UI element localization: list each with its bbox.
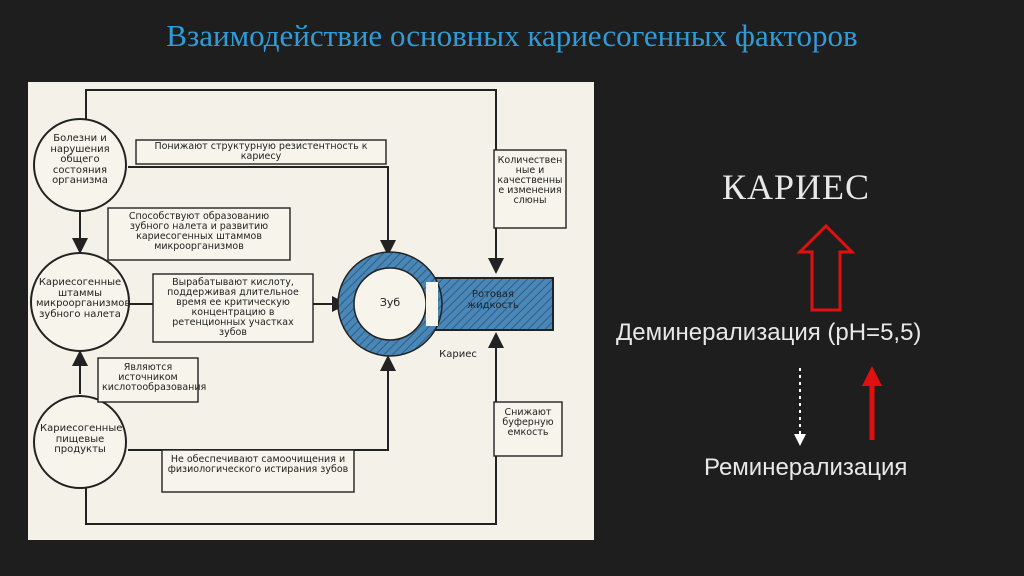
box-buffer-frame — [493, 401, 563, 457]
box-buffer: Снижают буферную емкость — [502, 407, 554, 438]
box-produce-acid: Вырабатывают кислоту, поддерживая длител… — [167, 277, 299, 338]
food-circle — [33, 395, 127, 489]
box-promote-plaque: Способствуют образованию зубного налета … — [128, 211, 270, 252]
box-no-cleaning: Не обеспечивают самоочищения и физиологи… — [167, 454, 349, 475]
scanned-diagram: Болезни и нарушения общего состояния орг… — [28, 82, 594, 540]
strains-circle — [30, 252, 130, 352]
demineralization-label: Деминерализация (pH=5,5) — [616, 319, 922, 346]
disease-circle — [33, 118, 127, 212]
tooth-label: Зуб — [379, 296, 401, 309]
box-saliva-changes: Количественные и качественные изменения … — [497, 155, 563, 206]
box-promote-plaque-frame — [107, 207, 291, 261]
circle-disease-label: Болезни и нарушения общего состояния орг… — [50, 133, 110, 186]
box-saliva-frame — [493, 149, 567, 229]
box-reduce-resistance: Понижают структурную резистентность к ка… — [154, 141, 368, 162]
circle-food-label: Кариесогенные пищевые продукты — [40, 423, 123, 455]
box-produce-acid-frame — [152, 273, 314, 343]
hollow-up-arrow — [796, 223, 856, 312]
box-reduce-resistance-frame — [135, 139, 387, 165]
caries-label: Кариес — [439, 349, 477, 360]
circle-strains-label: Кариесогенные штаммы микроорганизмов зуб… — [36, 277, 131, 320]
dotted-down-arrow-head — [794, 434, 806, 446]
oral-fluid-label: Ротовая жидкость — [467, 289, 519, 311]
disease-to-tooth-arrow — [128, 166, 396, 256]
box-no-cleaning-frame — [161, 449, 355, 493]
remineralization-label: Реминерализация — [704, 454, 908, 481]
diagram-lines — [30, 89, 567, 525]
solid-up-arrow-head — [862, 366, 882, 386]
slide-title: Взаимодействие основных кариесогенных фа… — [166, 18, 858, 53]
box-acid-source-frame — [97, 357, 199, 403]
box-acid-source: Являются источником кислотообразования — [102, 362, 207, 393]
caries-heading: КАРИЕС — [722, 167, 871, 207]
